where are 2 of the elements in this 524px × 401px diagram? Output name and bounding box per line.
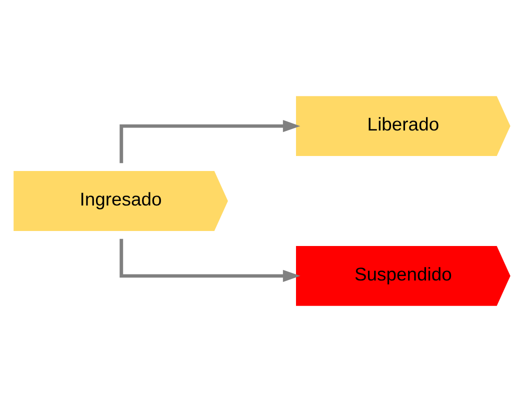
arrow (120, 238, 300, 282)
arrow (120, 120, 300, 163)
